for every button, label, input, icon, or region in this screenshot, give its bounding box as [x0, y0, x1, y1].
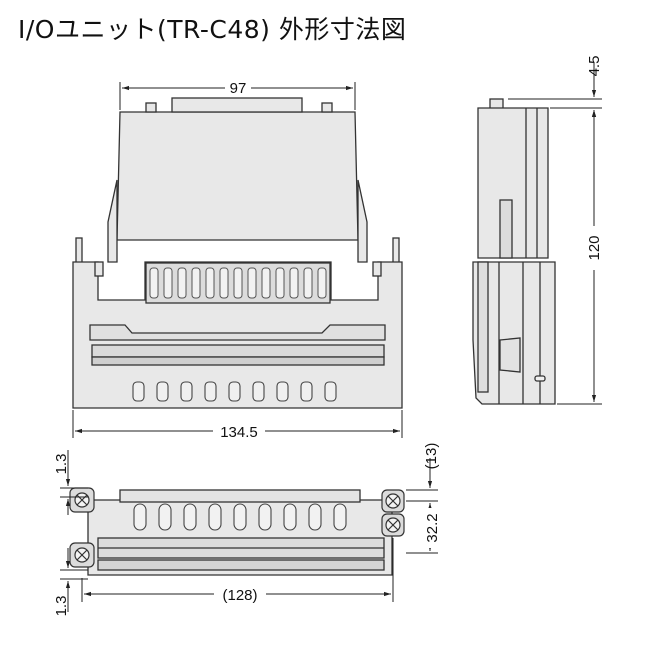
- top-connector: [171, 97, 303, 113]
- bottom-view: [87, 489, 393, 576]
- upper-arm-left: [107, 179, 118, 263]
- front-bottom-slots: [132, 381, 337, 402]
- dim-height-offset: 4.5: [586, 56, 603, 77]
- dim-mount-pitch: 32.2: [424, 513, 441, 542]
- bottom-slots: [133, 503, 347, 531]
- dim-mount-span: (128): [222, 587, 257, 604]
- lower-tab-right: [372, 261, 382, 277]
- lower-tab-left: [94, 261, 104, 277]
- dim-bottom-offset-bottom: 1.3: [53, 596, 70, 617]
- dim-height: 120: [586, 235, 603, 260]
- front-view: [72, 97, 403, 409]
- top-latch-left: [145, 102, 157, 113]
- dim-overall-width: 134.5: [220, 424, 258, 441]
- page-title: I/Oユニット(TR-C48) 外形寸法図: [18, 15, 407, 44]
- dim-top-width: 97: [230, 80, 247, 97]
- side-upper: [477, 107, 549, 259]
- front-band-lower: [91, 356, 385, 366]
- front-grille-slots: [149, 267, 327, 299]
- dim-depth-ref: (13): [423, 443, 440, 470]
- side-lower-rib: [477, 261, 489, 393]
- mounting-screw-icon: [381, 489, 405, 513]
- side-indicator: [534, 375, 546, 382]
- side-lower: [472, 261, 556, 405]
- front-band-middle: [91, 344, 385, 358]
- dim-bottom-offset-top: 1.3: [53, 454, 70, 475]
- upper-arm-right: [357, 179, 368, 263]
- mounting-screw-icon: [69, 487, 95, 513]
- mounting-screw-icon: [381, 513, 405, 537]
- front-band-upper: [89, 324, 386, 341]
- top-latch-right: [321, 102, 333, 113]
- side-view: [472, 98, 556, 405]
- mounting-screw-icon: [69, 542, 95, 568]
- bottom-top-lip: [119, 489, 361, 503]
- side-rib: [499, 199, 513, 259]
- upper-cover: [116, 111, 359, 241]
